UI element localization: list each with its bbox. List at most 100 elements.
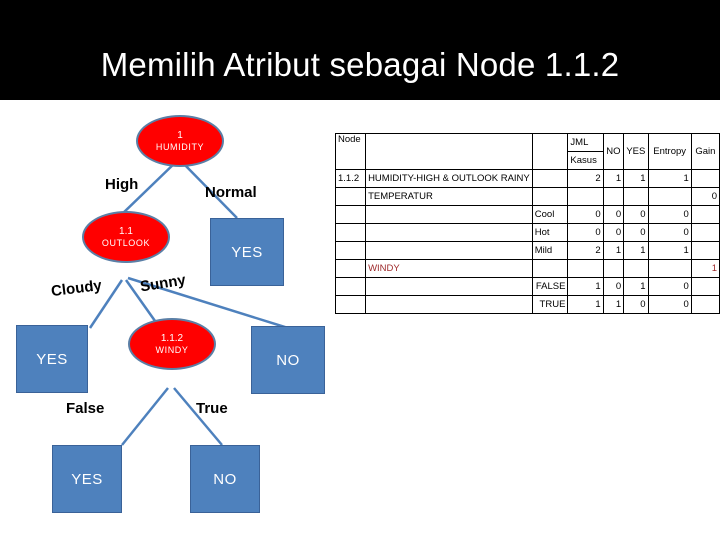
cell-no: 0 <box>602 223 625 242</box>
cell-entropy: 0 <box>647 277 692 296</box>
cell-gain <box>690 223 720 242</box>
entropy-gain-table: Node JML NO YES Entropy Gain Kasus 1.1.2… <box>334 133 720 314</box>
table-header-row-1: Node JML NO YES Entropy Gain <box>334 133 720 170</box>
cell-entropy <box>647 259 692 278</box>
table-row: Mild 2 1 1 1 <box>334 241 720 260</box>
header-jml-line1: JML <box>567 133 604 152</box>
cell-no <box>602 187 625 206</box>
cell-description <box>365 241 533 260</box>
cell-no: 0 <box>602 277 625 296</box>
cell-gain: 0 <box>690 187 720 206</box>
root-node[interactable]: 1 HUMIDITY <box>136 115 224 167</box>
root-node-id: 1 <box>177 130 183 142</box>
cell-no: 0 <box>602 205 625 224</box>
cell-jml-kasus: 0 <box>567 205 604 224</box>
node-1-1-attribute: OUTLOOK <box>101 237 151 248</box>
cell-node <box>334 241 367 260</box>
cell-node: 1.1.2 <box>334 169 367 188</box>
cell-node <box>334 205 367 224</box>
edge-label-high: High <box>105 176 139 193</box>
cell-node <box>334 223 367 242</box>
leaf-rainy-no-label: NO <box>276 351 300 369</box>
cell-gain <box>690 241 720 260</box>
cell-jml-kasus: 1 <box>567 277 604 296</box>
cell-jml-kasus <box>567 259 604 278</box>
header-no: NO <box>602 133 625 170</box>
cell-gain <box>690 277 720 296</box>
cell-gain <box>690 169 720 188</box>
cell-description <box>365 295 533 314</box>
cell-value: FALSE <box>531 277 569 296</box>
node-1-1-2[interactable]: 1.1.2 WINDY <box>128 318 216 370</box>
cell-yes: 0 <box>623 205 649 224</box>
edge-label-false: False <box>66 400 105 417</box>
leaf-rainy-no[interactable]: NO <box>251 326 325 394</box>
table-row: TRUE 1 1 0 0 <box>334 295 720 314</box>
cell-entropy <box>647 187 692 206</box>
cell-yes <box>623 259 649 278</box>
edge-false <box>121 387 169 446</box>
edge-true <box>173 387 223 446</box>
cell-entropy: 0 <box>647 295 692 314</box>
cell-description: HUMIDITY-HIGH & OUTLOOK RAINY <box>365 169 533 188</box>
cell-node <box>334 295 367 314</box>
edge-label-true: True <box>196 400 228 417</box>
cell-node <box>334 187 367 206</box>
cell-entropy: 0 <box>647 205 692 224</box>
node-1-1[interactable]: 1.1 OUTLOOK <box>82 211 170 263</box>
cell-jml-kasus: 2 <box>567 169 604 188</box>
cell-value: Mild <box>531 241 569 260</box>
cell-gain: 1 <box>690 259 720 278</box>
cell-value: Cool <box>531 205 569 224</box>
table-row: TEMPERATUR 0 <box>334 187 720 206</box>
leaf-cloudy-yes[interactable]: YES <box>16 325 88 393</box>
cell-description: WINDY <box>365 259 533 278</box>
cell-description: TEMPERATUR <box>365 187 533 206</box>
cell-jml-kasus: 1 <box>567 295 604 314</box>
table-row: Cool 0 0 0 0 <box>334 205 720 224</box>
cell-yes: 0 <box>623 223 649 242</box>
table-row: Hot 0 0 0 0 <box>334 223 720 242</box>
cell-entropy: 1 <box>647 241 692 260</box>
cell-description <box>365 223 533 242</box>
cell-no <box>602 259 625 278</box>
cell-value: Hot <box>531 223 569 242</box>
table-row-highlight: WINDY 1 <box>334 259 720 278</box>
decision-tree-diagram: 1 HUMIDITY 1.1 OUTLOOK 1.1.2 WINDY YES Y… <box>0 100 360 540</box>
cell-value <box>531 169 569 188</box>
node-1-1-2-attribute: WINDY <box>155 344 189 355</box>
leaf-normal-yes-label: YES <box>231 243 263 261</box>
table-row: FALSE 1 0 1 0 <box>334 277 720 296</box>
leaf-false-yes[interactable]: YES <box>52 445 122 513</box>
cell-no: 1 <box>602 295 625 314</box>
cell-yes <box>623 187 649 206</box>
edge-label-normal: Normal <box>205 184 257 201</box>
cell-yes: 1 <box>623 169 649 188</box>
root-node-attribute: HUMIDITY <box>155 141 205 152</box>
edge-rainy <box>127 276 289 330</box>
cell-yes: 0 <box>623 295 649 314</box>
cell-value <box>531 259 569 278</box>
title-band <box>0 0 720 100</box>
cell-entropy: 1 <box>647 169 692 188</box>
cell-value <box>531 187 569 206</box>
table-row: 1.1.2 HUMIDITY-HIGH & OUTLOOK RAINY 2 1 … <box>334 169 720 188</box>
cell-node <box>334 277 367 296</box>
leaf-cloudy-yes-label: YES <box>36 350 68 368</box>
cell-jml-kasus <box>567 187 604 206</box>
cell-yes: 1 <box>623 277 649 296</box>
header-jml-line2: Kasus <box>567 151 604 170</box>
leaf-true-no[interactable]: NO <box>190 445 260 513</box>
cell-gain <box>690 205 720 224</box>
cell-value: TRUE <box>531 295 569 314</box>
cell-description <box>365 277 533 296</box>
cell-node <box>334 259 367 278</box>
table-body: 1.1.2 HUMIDITY-HIGH & OUTLOOK RAINY 2 1 … <box>334 169 720 314</box>
header-gain: Gain <box>690 133 720 170</box>
leaf-normal-yes[interactable]: YES <box>210 218 284 286</box>
cell-gain <box>690 295 720 314</box>
node-1-1-2-id: 1.1.2 <box>160 333 184 345</box>
edge-cloudy <box>88 279 124 329</box>
edge-normal <box>179 159 238 219</box>
